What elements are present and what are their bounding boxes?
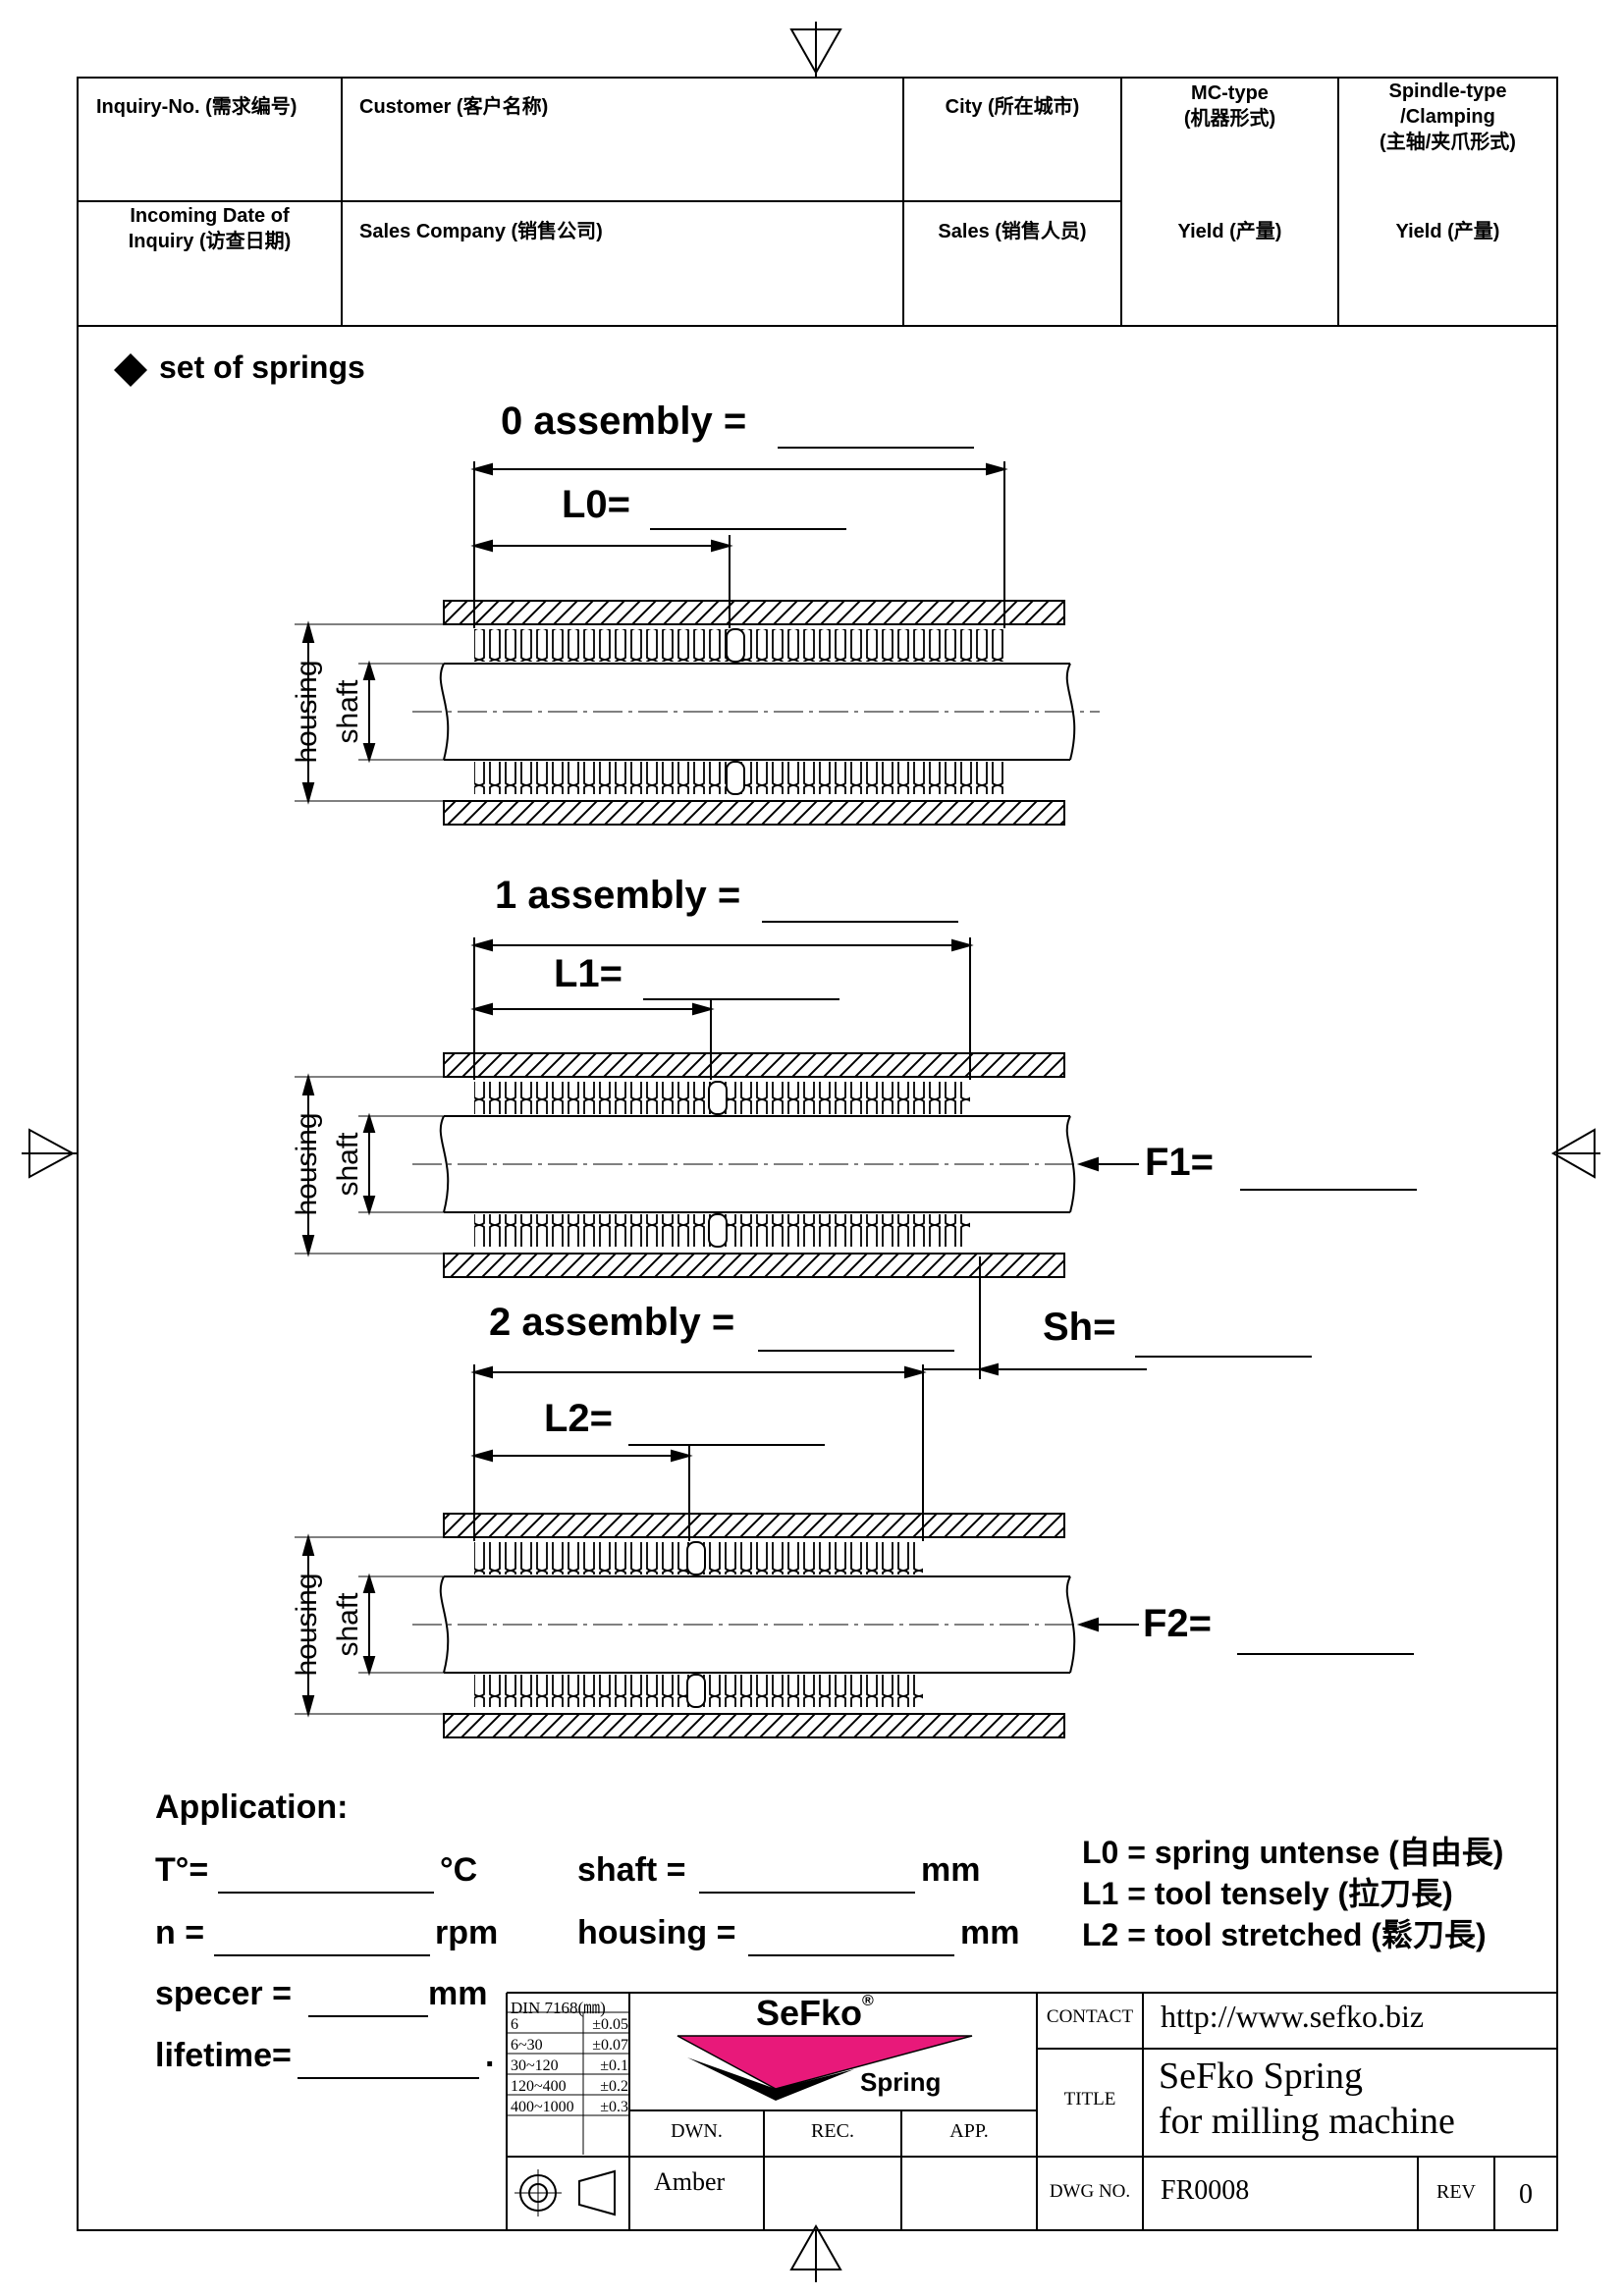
tol-range: 30~120 xyxy=(511,2057,559,2074)
header-incoming-date: Incoming Date of Inquiry (访查日期) xyxy=(78,203,342,254)
header-customer: Customer (客户名称) xyxy=(359,96,549,118)
application-n-label: n = xyxy=(155,1914,205,1951)
header-spindle-line2: /Clamping xyxy=(1400,106,1495,128)
header-grid xyxy=(78,78,1557,327)
rev-value: 0 xyxy=(1519,2179,1533,2210)
tol-range: 6 xyxy=(511,2016,518,2033)
header-spindle-line1: Spindle-type xyxy=(1388,80,1507,102)
tol-range: 400~1000 xyxy=(511,2099,574,2115)
logo-registered: ® xyxy=(862,1993,874,2009)
diamond-bullet-icon xyxy=(114,353,147,387)
dwg-no: FR0008 xyxy=(1161,2175,1250,2206)
assembly-0-drawing xyxy=(295,461,1100,826)
drawing-title-line2: for milling machine xyxy=(1159,2101,1455,2142)
application-housing-unit: mm xyxy=(960,1914,1020,1951)
tol-value: ±0.2 xyxy=(600,2078,628,2095)
legend-l0: L0 = spring untense (自由長) xyxy=(1082,1835,1504,1870)
tolerance-ranges: 6 6~30 30~120 120~400 400~1000 xyxy=(511,2014,574,2117)
din-label: DIN 7168(㎜) xyxy=(511,1999,606,2017)
tol-range: 6~30 xyxy=(511,2037,543,2054)
housing-label-1: housing xyxy=(291,1112,323,1216)
app-label: APP. xyxy=(949,2120,989,2142)
application-spacer-unit: mm xyxy=(428,1975,488,2012)
assembly-1-drawing xyxy=(295,937,1147,1379)
tol-value: ±0.3 xyxy=(600,2099,628,2115)
application-lifetime-dot: . xyxy=(485,2037,495,2074)
header-city: City (所在城市) xyxy=(945,96,1080,118)
assembly-2-drawing xyxy=(295,1364,1139,1738)
blank-lines xyxy=(214,447,1417,2079)
header-spindle-type: Spindle-type /Clamping (主轴/夹爪形式) xyxy=(1338,79,1557,155)
tol-range: 120~400 xyxy=(511,2078,567,2095)
header-sales: Sales (销售人员) xyxy=(938,221,1087,242)
contact-label: CONTACT xyxy=(1046,2006,1134,2027)
header-inquiry-no: Inquiry-No. (需求编号) xyxy=(96,96,298,118)
section-title: set of springs xyxy=(159,349,365,385)
header-incoming-line1: Incoming Date of xyxy=(130,205,290,227)
assembly-2-length-label: L2= xyxy=(544,1397,614,1440)
tol-value: ±0.07 xyxy=(592,2037,628,2054)
logo-text: SeFko® xyxy=(756,1993,874,2034)
dwg-no-label: DWG NO. xyxy=(1049,2181,1131,2202)
header-mc-type-line2: (机器形式) xyxy=(1183,108,1276,130)
header-yield-2: Yield (产量) xyxy=(1395,221,1500,242)
logo-name: SeFko xyxy=(756,1993,863,2033)
header-mc-type-line1: MC-type xyxy=(1191,82,1269,104)
legend-l1: L1 = tool tensely (拉刀長) xyxy=(1082,1876,1453,1911)
drawing-title: SeFko Spring for milling machine xyxy=(1159,2054,1455,2144)
dwn-label: DWN. xyxy=(671,2120,723,2142)
housing-label-2: housing xyxy=(291,1573,323,1677)
assembly-1-label: 1 assembly = xyxy=(495,874,741,917)
header-mc-type: MC-type (机器形式) xyxy=(1121,80,1338,132)
assembly-2-force-label: F2= xyxy=(1143,1602,1213,1645)
drawn-by: Amber xyxy=(654,2167,726,2196)
assembly-0-length-label: L0= xyxy=(562,483,631,526)
assembly-2-label: 2 assembly = xyxy=(489,1301,735,1344)
tol-value: ±0.05 xyxy=(592,2016,628,2033)
assembly-1-force-label: F1= xyxy=(1145,1141,1215,1184)
title-block-grid xyxy=(506,1992,1557,2230)
application-title: Application: xyxy=(155,1789,349,1826)
logo-subtitle: Spring xyxy=(860,2067,942,2097)
header-yield-1: Yield (产量) xyxy=(1177,221,1282,242)
legend: L0 = spring untense (自由長) L1 = tool tens… xyxy=(1082,1832,1503,1955)
rec-label: REC. xyxy=(811,2120,854,2142)
assembly-1-length-label: L1= xyxy=(554,952,623,995)
shaft-label-1: shaft xyxy=(332,1132,364,1197)
housing-label-0: housing xyxy=(291,660,323,764)
application-shaft-unit: mm xyxy=(921,1851,981,1889)
shaft-label-2: shaft xyxy=(332,1592,364,1657)
application-temp-unit: °C xyxy=(440,1851,478,1889)
header-sales-company: Sales Company (销售公司) xyxy=(359,221,603,242)
header-incoming-line2: Inquiry (访查日期) xyxy=(128,231,292,252)
sefko-logo-swoosh-icon xyxy=(677,2035,973,2101)
sh-label: Sh= xyxy=(1043,1306,1116,1349)
tolerance-values: ±0.05 ±0.07 ±0.1 ±0.2 ±0.3 xyxy=(585,2014,628,2117)
application-housing-label: housing = xyxy=(577,1914,736,1951)
application-shaft-label: shaft = xyxy=(577,1851,686,1889)
legend-l2: L2 = tool stretched (鬆刀長) xyxy=(1082,1917,1487,1952)
drawing-title-line1: SeFko Spring xyxy=(1159,2056,1363,2097)
application-n-unit: rpm xyxy=(435,1914,499,1951)
centering-marks xyxy=(22,22,1600,2282)
application-lifetime-label: lifetime= xyxy=(155,2037,292,2074)
assembly-0-label: 0 assembly = xyxy=(501,400,747,443)
application-spacer-label: specer = xyxy=(155,1975,292,2012)
shaft-label-0: shaft xyxy=(332,679,364,744)
contact-url: http://www.sefko.biz xyxy=(1161,1999,1425,2034)
tol-value: ±0.1 xyxy=(600,2057,628,2074)
rev-label: REV xyxy=(1436,2181,1476,2203)
header-spindle-line3: (主轴/夹爪形式) xyxy=(1380,132,1516,153)
application-temp-label: T°= xyxy=(155,1851,209,1889)
projection-symbol-icon xyxy=(514,2169,616,2216)
title-label: TITLE xyxy=(1063,2089,1116,2109)
